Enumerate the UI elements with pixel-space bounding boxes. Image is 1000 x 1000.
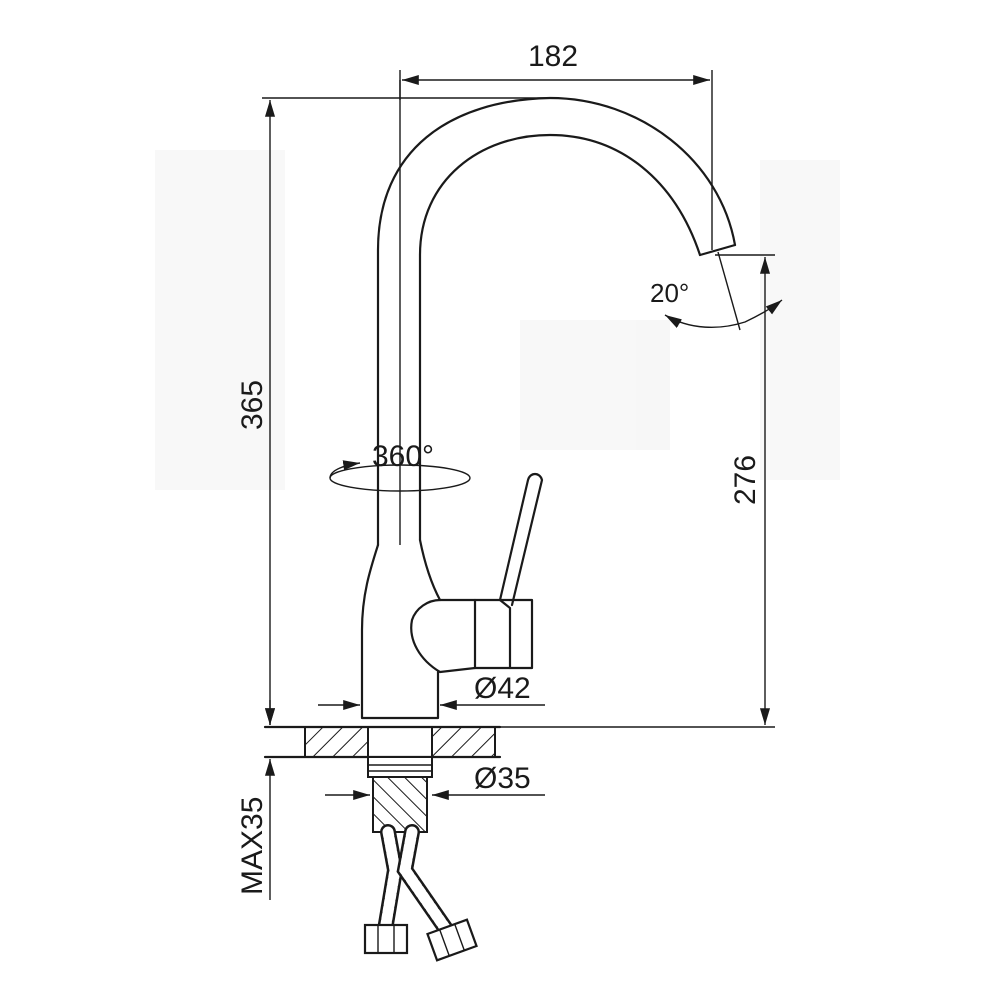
dimension-body-diameter: Ø42 [318, 672, 545, 711]
height-total-label: 365 [236, 380, 269, 430]
spout-height-label: 276 [729, 455, 762, 505]
dimension-thread-diameter: Ø35 [325, 762, 545, 801]
dimension-width-top: 182 [399, 40, 713, 250]
counter-plate [263, 725, 502, 759]
faucet-handle [498, 472, 544, 607]
spout-angle-label: 20° [650, 278, 689, 308]
flexible-hoses [363, 824, 478, 962]
rotation-indicator: 360° [329, 440, 471, 492]
thread-diameter-label: Ø35 [474, 762, 531, 795]
faucet-spout [376, 80, 737, 547]
max-counter-label: MAX35 [236, 797, 269, 895]
dimension-spout-angle: 20° [650, 251, 783, 331]
threaded-shank [367, 756, 433, 833]
body-diameter-label: Ø42 [474, 672, 531, 705]
width-top-label: 182 [528, 40, 578, 73]
dimension-spout-height: 276 [438, 254, 775, 728]
dimension-max-counter: MAX35 [236, 700, 276, 900]
rotation-label: 360° [372, 440, 434, 473]
dimension-height-total: 365 [236, 97, 550, 725]
watermark [155, 150, 840, 490]
faucet-body [360, 538, 534, 720]
